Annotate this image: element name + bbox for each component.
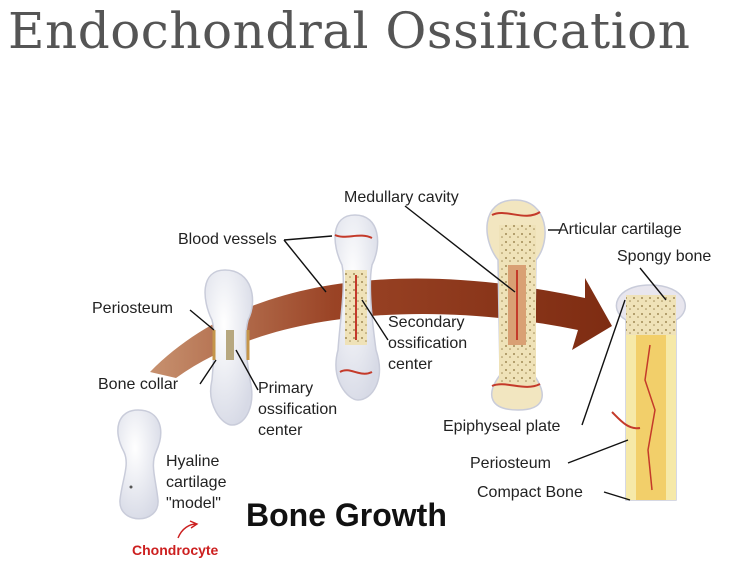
leader-lines [189, 205, 667, 501]
hyaline-model-bone [117, 409, 162, 520]
bone-collar-stage [204, 269, 254, 426]
bone-growth-heading: Bone Growth [246, 497, 447, 533]
hyaline-model-label: Hyaline cartilage "model" [166, 453, 227, 512]
blood-vessels-label: Blood vessels [178, 231, 277, 248]
compact-bone-label: Compact Bone [477, 484, 583, 501]
bone-collar-label: Bone collar [98, 376, 179, 393]
mature-bone [611, 284, 686, 501]
spongy-bone-label: Spongy bone [617, 248, 712, 265]
primary-ossification-stage [334, 214, 381, 401]
primary-center-label: Primary ossification center [258, 380, 338, 439]
secondary-center-label: Secondary ossification center [388, 314, 468, 373]
chondrocyte-annotation: Chondrocyte [132, 542, 219, 558]
periosteum-left-label: Periosteum [92, 300, 173, 317]
chondrocyte-arrow [177, 523, 197, 539]
periosteum-right-label: Periosteum [470, 455, 551, 472]
growth-arrow [150, 278, 612, 378]
medullary-cavity-label: Medullary cavity [344, 189, 459, 206]
secondary-ossification-stage [486, 199, 546, 411]
slide-title: Endochondral Ossification [8, 2, 691, 60]
epiphyseal-plate-label: Epiphyseal plate [443, 418, 561, 435]
articular-cartilage-label: Articular cartilage [558, 221, 682, 238]
